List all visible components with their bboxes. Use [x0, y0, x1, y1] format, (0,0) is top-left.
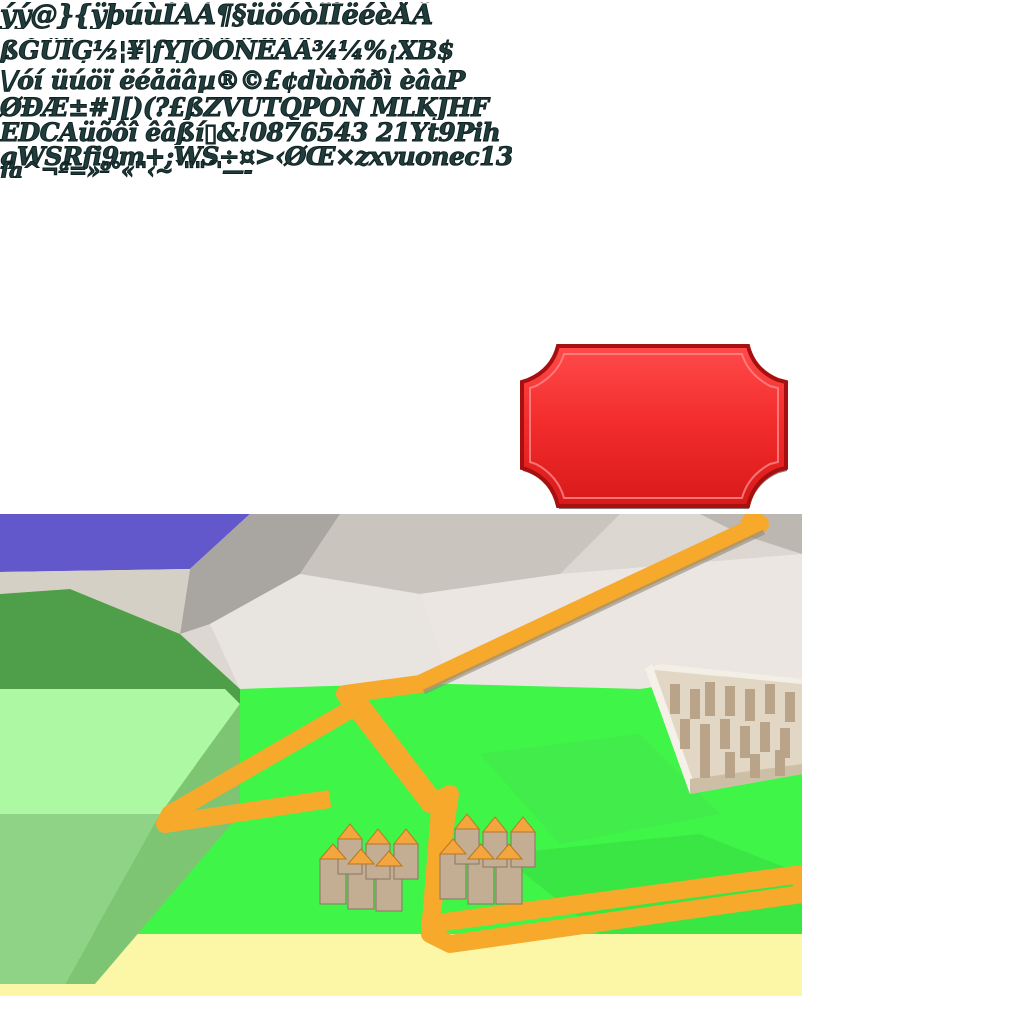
glyph-row: ßĞÜÏĢ½¦¥|fYJÔÕÑÊÂÂ¾¼%¡XB$: [0, 38, 455, 63]
glyph-row: gWSRfi9m+;WS÷¤>‹ØŒ×zxvuonec132:: [0, 144, 512, 169]
walled-enclosure: [645, 664, 802, 794]
glyph-row: ýý@}{ÿþúùÌÁÀ¶§üöóòÏÍëéèÅÄ: [0, 2, 434, 29]
red-sign-panel: [520, 344, 788, 509]
lowpoly-terrain-tile: [0, 514, 802, 996]
glyph-row: \/óí üúöï ëéåäâµ®©£¢dùòñðì èâàP: [0, 68, 466, 93]
glyph-row: EDCAüõôî êâßí▯&!0876543 21Yt9Pih: [0, 120, 501, 145]
glyph-row: ſa^¬ª=»º°«''‹~`""˝'—‐: [0, 160, 253, 178]
glyph-row: ØÐÆ±#][)(?£ßZVUTQPON MLKJHF: [0, 95, 489, 120]
village-houses: [318, 813, 537, 912]
